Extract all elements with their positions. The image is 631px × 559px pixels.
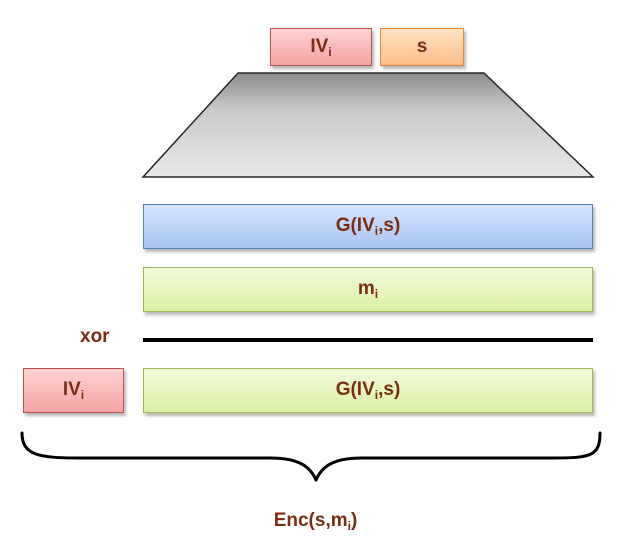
cipher-iv-text: IVi xyxy=(62,379,85,402)
message-text: mi xyxy=(357,278,379,301)
prg-output-text: G(IVi,s) xyxy=(335,215,401,238)
top-iv-box: IVi xyxy=(270,28,372,66)
seed-box: s xyxy=(380,28,464,66)
prg-trapezoid xyxy=(141,72,595,178)
cipher-body-text: G(IVi,s) xyxy=(335,379,401,402)
cipher-body-box: G(IVi,s) xyxy=(143,368,593,413)
message-box: mi xyxy=(143,267,593,312)
enc-label: Enc(s,mi) xyxy=(273,510,358,533)
cipher-iv-box: IVi xyxy=(23,368,124,413)
seed-text: s xyxy=(416,36,428,57)
prg-output-box: G(IVi,s) xyxy=(143,204,593,249)
top-iv-text: IVi xyxy=(310,35,332,59)
enc-brace xyxy=(20,431,602,482)
xor-label: xor xyxy=(80,326,110,347)
